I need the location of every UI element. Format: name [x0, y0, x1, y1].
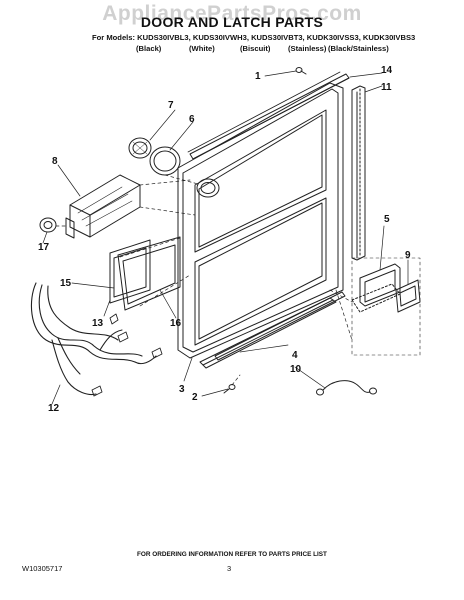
screw-top	[295, 67, 307, 75]
callout-label: 16	[170, 318, 182, 329]
dispenser-ring	[149, 146, 181, 176]
cover-panel	[117, 236, 181, 311]
callout-label: 7	[168, 100, 174, 111]
wire-connectors	[91, 313, 163, 397]
callout-label: 12	[48, 403, 60, 414]
page-number: 3	[227, 564, 232, 573]
callout-label: 14	[381, 65, 393, 76]
models-line: For Models: KUDS30IVBL3, KUDS30IVWH3, KU…	[92, 33, 416, 42]
latch-knob	[39, 217, 57, 233]
callout-label: 8	[52, 156, 58, 167]
callout-label: 4	[292, 350, 298, 361]
callout-label: 17	[38, 242, 50, 253]
finish-label: (White)	[189, 44, 215, 53]
callout-label: 1	[255, 71, 261, 82]
control-board	[109, 239, 151, 304]
vent-gasket	[395, 279, 421, 313]
page-title: DOOR AND LATCH PARTS	[140, 14, 324, 30]
watermark: AppliancePartsPros.com	[102, 2, 362, 25]
callout-label: 10	[290, 364, 302, 375]
document-number: W10305717	[22, 564, 63, 573]
wire-harness	[30, 282, 157, 396]
callout-label: 15	[60, 278, 72, 289]
screw-bottom	[223, 384, 236, 394]
callout-label: 3	[179, 384, 185, 395]
latch-assembly	[65, 174, 141, 239]
side-trim	[351, 85, 366, 261]
finish-label: (Stainless)	[288, 44, 327, 53]
callout-label: 13	[92, 318, 104, 329]
dispenser-cap	[128, 137, 152, 159]
ordering-note: FOR ORDERING INFORMATION REFER TO PARTS …	[137, 551, 327, 558]
callout-label: 2	[192, 392, 198, 403]
vent-assembly	[351, 263, 401, 313]
top-trim-strip	[189, 73, 350, 160]
finish-label: (Black)	[136, 44, 162, 53]
callout-label: 11	[381, 82, 392, 93]
finish-label: (Biscuit)	[240, 44, 271, 53]
lower-vent-trim	[199, 291, 346, 369]
ground-wire	[316, 380, 377, 396]
finish-label: (Black/Stainless)	[328, 44, 389, 53]
inner-door-panel	[177, 82, 344, 359]
callout-label: 6	[189, 114, 195, 125]
callout-label: 9	[405, 250, 411, 261]
callout-label: 5	[384, 214, 390, 225]
